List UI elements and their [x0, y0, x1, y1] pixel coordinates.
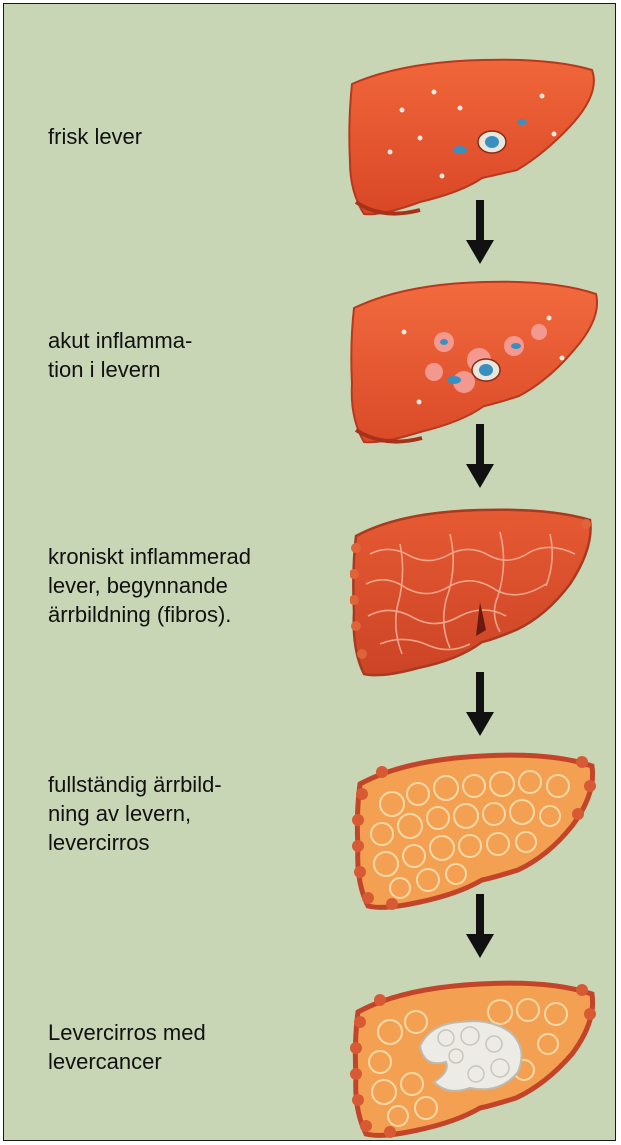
stage-2-label: akut inflamma- tion i levern	[48, 326, 192, 384]
cirrhotic-liver-with-cancer-image	[350, 972, 600, 1138]
stage-1-label: frisk lever	[48, 122, 142, 151]
arrow-3-icon	[464, 672, 496, 738]
stage-3-label: kroniskt inflammerad lever, begynnande ä…	[48, 542, 251, 629]
arrow-4-icon	[464, 894, 496, 960]
chronic-fibrotic-liver-image	[350, 504, 596, 680]
arrow-2-icon	[464, 424, 496, 490]
stage-5-label: Levercirros med levercancer	[48, 1018, 206, 1076]
healthy-liver-image	[342, 52, 604, 222]
diagram-panel: frisk lever akut inflamma- tion i levern	[3, 3, 616, 1141]
cirrhotic-liver-image	[352, 744, 600, 910]
arrow-1-icon	[464, 200, 496, 266]
stage-4-label: fullständig ärrbild- ning av levern, lev…	[48, 770, 222, 857]
